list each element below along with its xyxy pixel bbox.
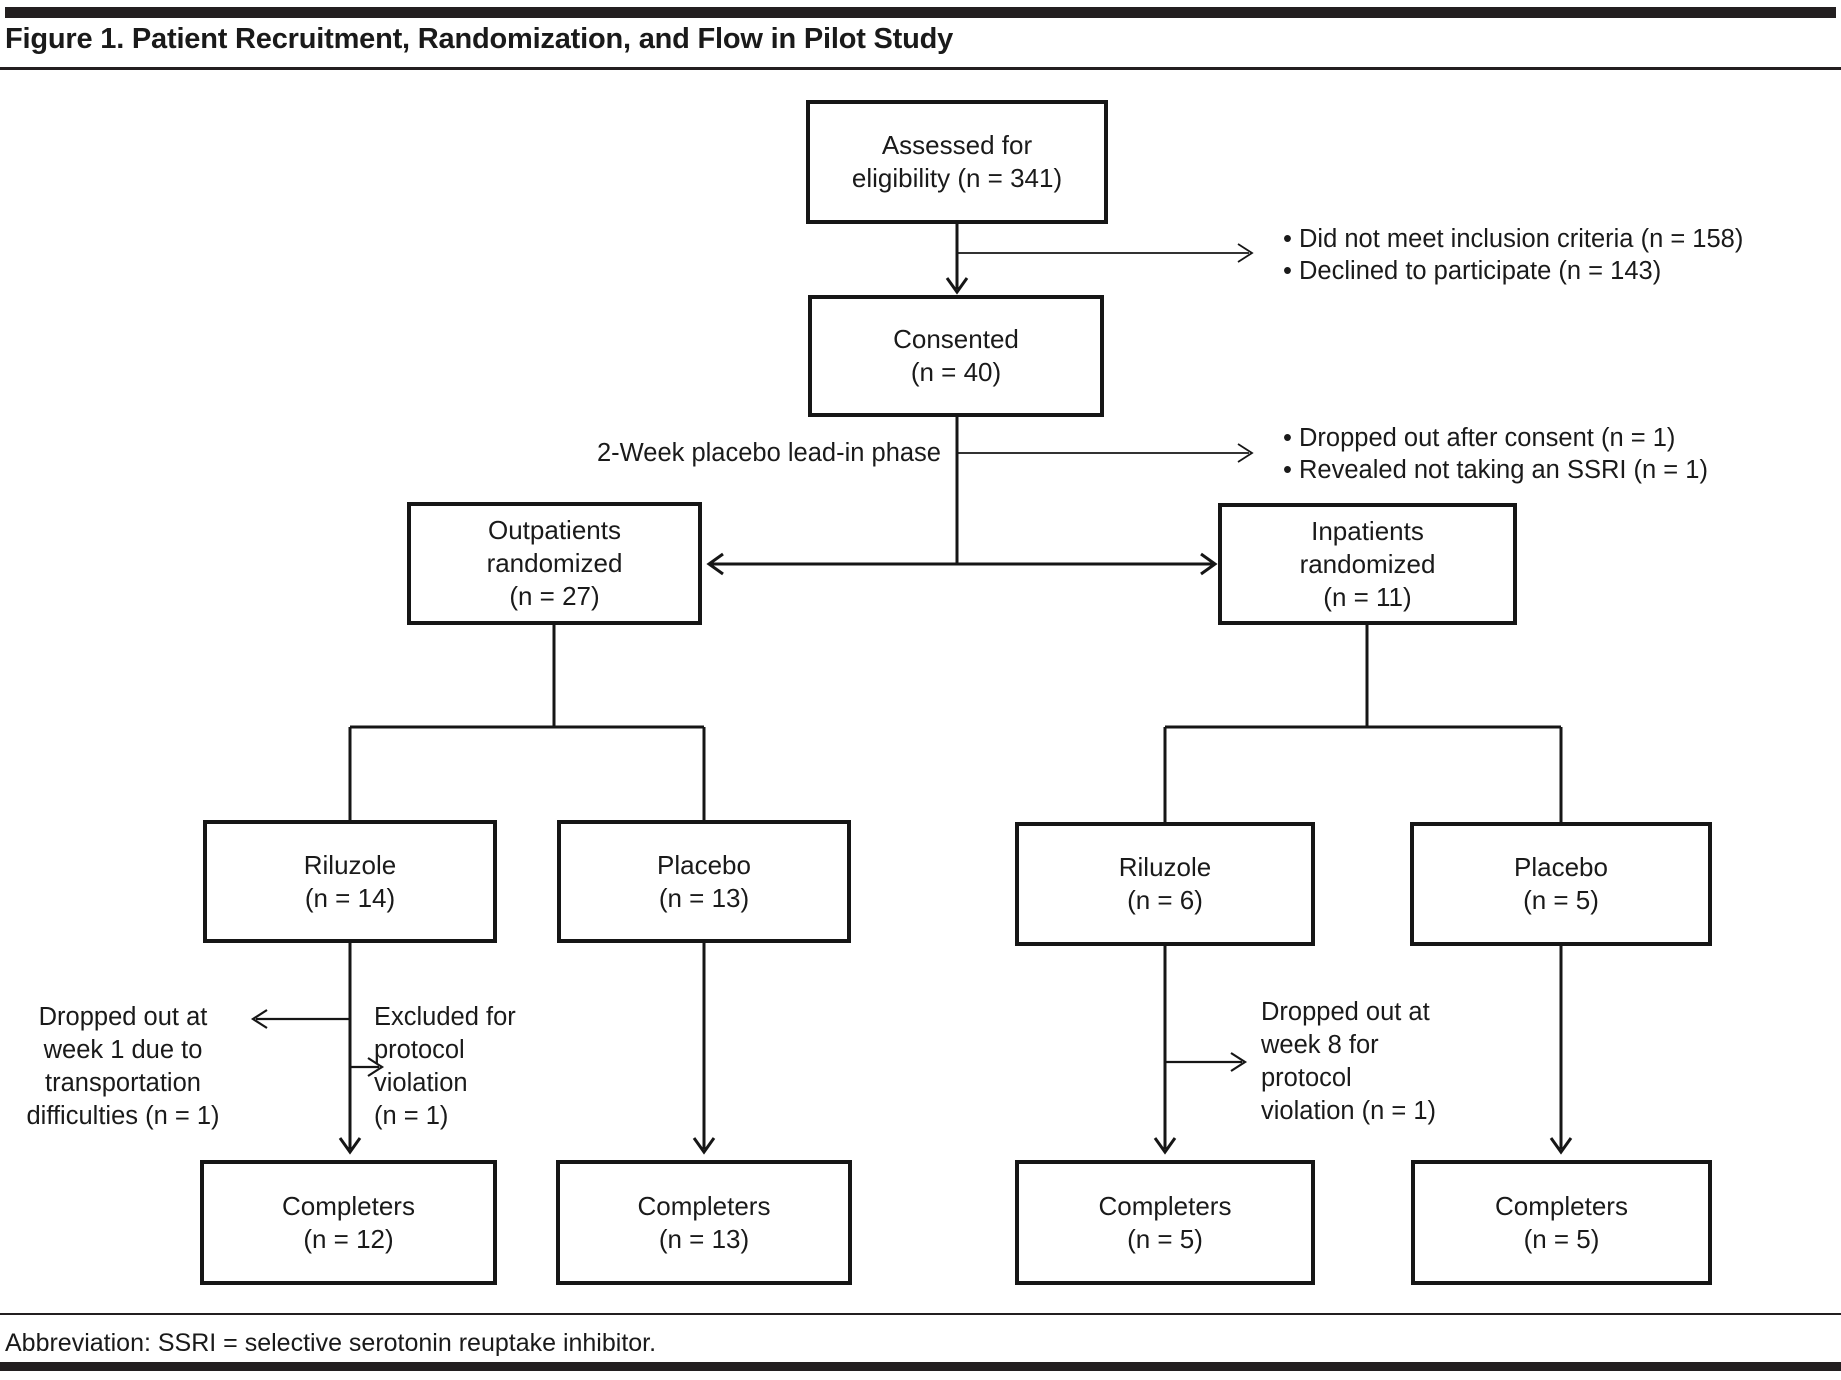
node-outpatients-randomized: Outpatients randomized (n = 27) [407, 502, 702, 625]
exclusion-note-line: • Revealed not taking an SSRI (n = 1) [1283, 456, 1708, 484]
bottom-border-bar [0, 1362, 1841, 1371]
node-placebo-inpatient: Placebo (n = 5) [1410, 822, 1712, 946]
connector-outpatients-branch [348, 625, 706, 820]
connector-placebo-out-completers [692, 943, 716, 1155]
leadin-phase-label: 2-Week placebo lead-in phase [596, 439, 941, 467]
title-rule [0, 67, 1841, 70]
node-completers-riluzole-inpatient: Completers (n = 5) [1015, 1160, 1315, 1285]
node-riluzole-outpatient: Riluzole (n = 14) [203, 820, 497, 943]
figure-title: Figure 1. Patient Recruitment, Randomiza… [5, 23, 954, 55]
node-riluzole-inpatient: Riluzole (n = 6) [1015, 822, 1315, 946]
connector-screening-exclusions [957, 243, 1254, 263]
abbreviation-note: Abbreviation: SSRI = selective serotonin… [5, 1329, 657, 1357]
footer-rule [0, 1313, 1841, 1315]
exclusion-note-line: • Dropped out after consent (n = 1) [1283, 424, 1676, 452]
node-consented: Consented (n = 40) [808, 295, 1104, 417]
connector-inpatients-branch [1163, 625, 1563, 822]
connector-leadin-exclusions [957, 443, 1254, 463]
excluded-protocol-note: Excluded for protocol violation (n = 1) [374, 1003, 516, 1130]
node-completers-placebo-inpatient: Completers (n = 5) [1411, 1160, 1712, 1285]
connector-riluzole-in-completers [1153, 946, 1177, 1155]
exclusion-note-line: • Did not meet inclusion criteria (n = 1… [1283, 225, 1744, 253]
connector-excluded-protocol [350, 1057, 385, 1077]
dropout-week8-note: Dropped out at week 8 for protocol viola… [1261, 998, 1437, 1125]
connector-randomization-split [706, 552, 1218, 576]
connector-dropout-week8 [1165, 1052, 1248, 1072]
dropout-week1-note: Dropped out at week 1 due to transportat… [26, 1003, 220, 1130]
node-placebo-outpatient: Placebo (n = 13) [557, 820, 851, 943]
node-completers-placebo-outpatient: Completers (n = 13) [556, 1160, 852, 1285]
connector-dropout-week1 [250, 1009, 350, 1029]
node-assessed: Assessed for eligibility (n = 341) [806, 100, 1108, 224]
node-completers-riluzole-outpatient: Completers (n = 12) [200, 1160, 497, 1285]
connector-placebo-in-completers [1549, 946, 1573, 1155]
exclusion-note-leadin: • Dropped out after consent (n = 1) • Re… [1283, 422, 1708, 486]
exclusion-note-screening: • Did not meet inclusion criteria (n = 1… [1283, 223, 1743, 287]
connector-assessed-consented [945, 224, 969, 295]
exclusion-note-line: • Declined to participate (n = 143) [1283, 257, 1662, 285]
top-border-bar [5, 7, 1836, 18]
connector-riluzole-out-completers [338, 943, 362, 1155]
node-inpatients-randomized: Inpatients randomized (n = 11) [1218, 503, 1517, 625]
